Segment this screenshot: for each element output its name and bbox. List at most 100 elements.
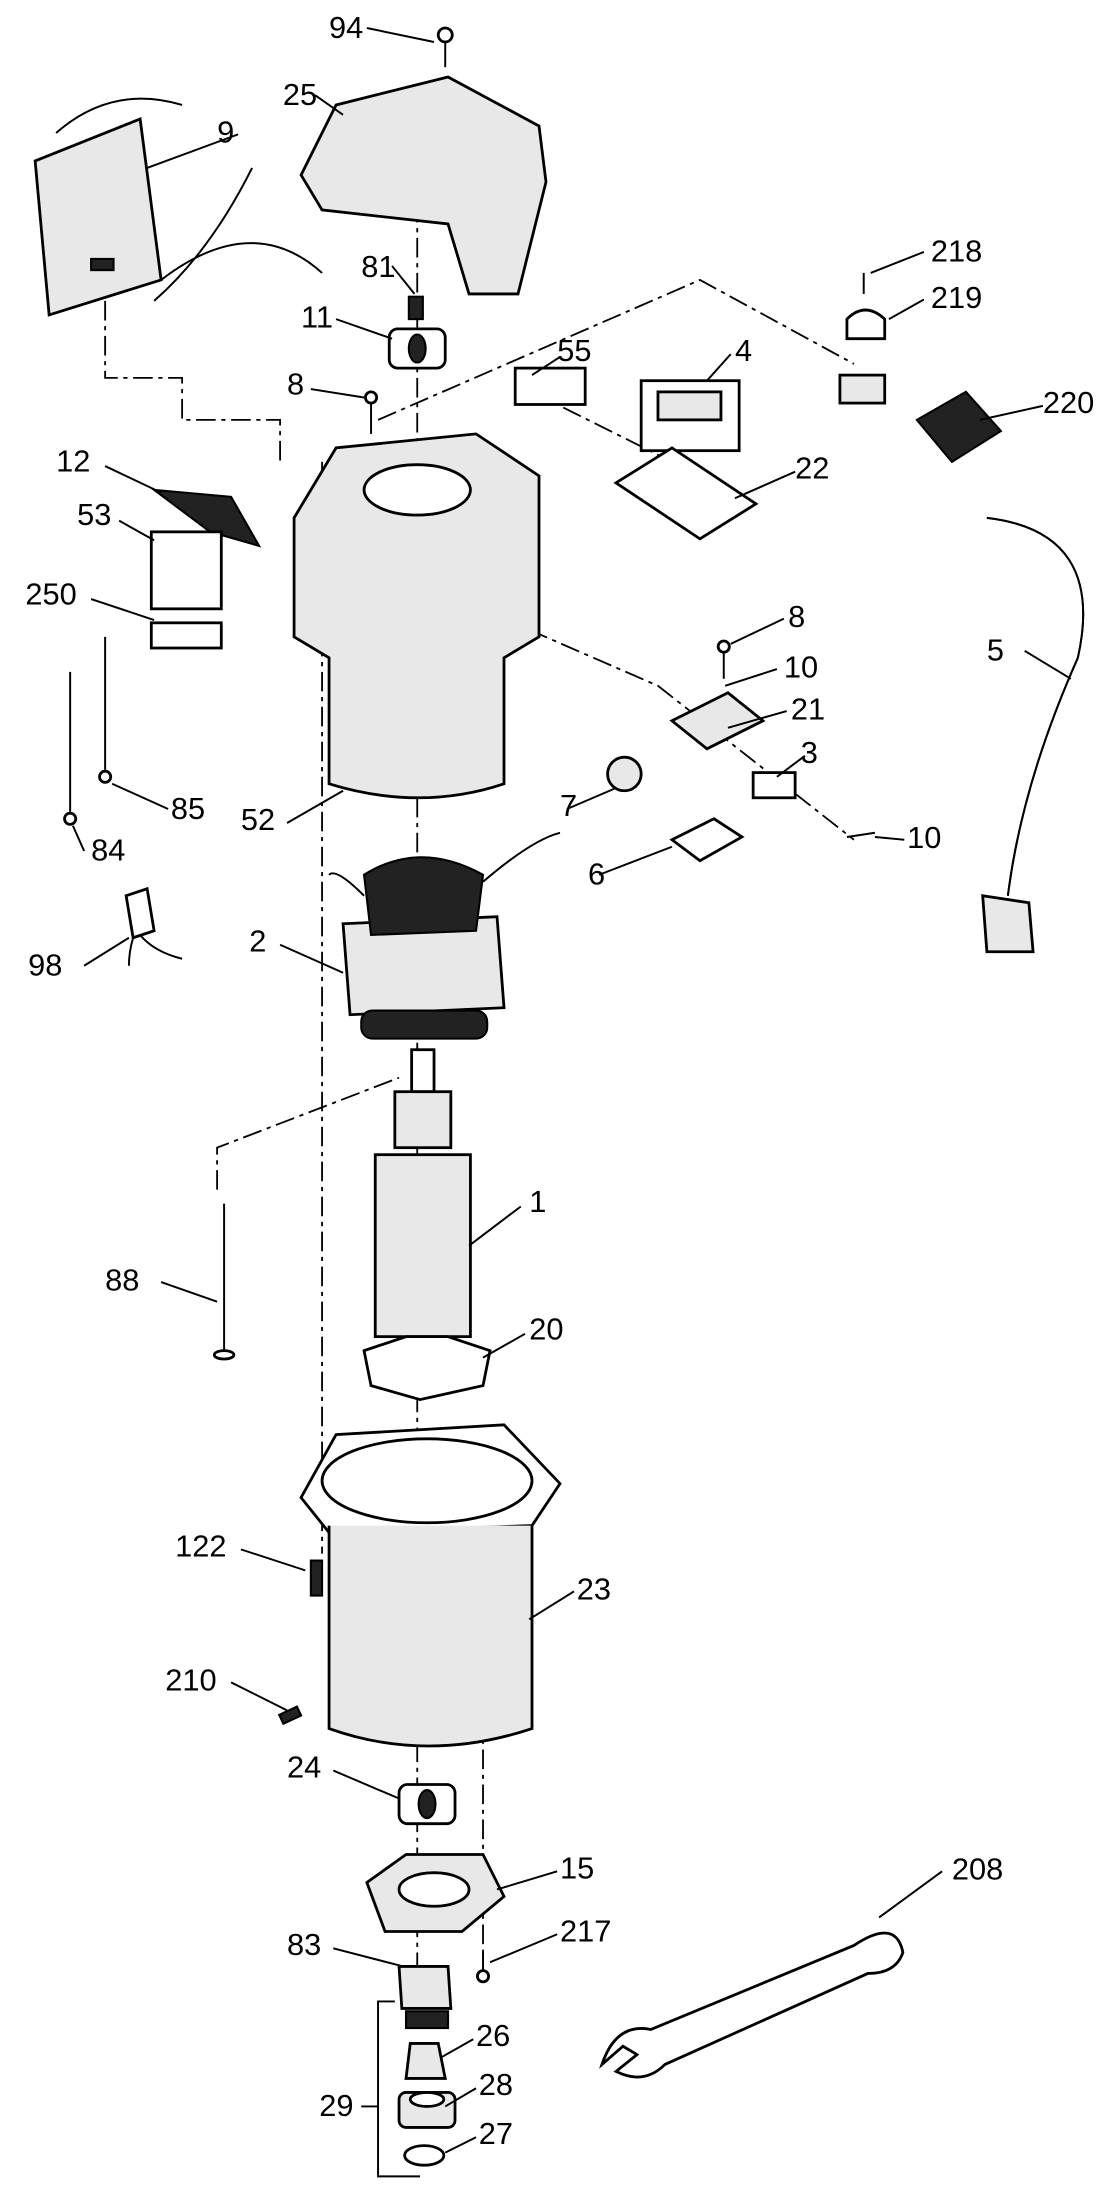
- switch-boot: [613, 446, 759, 541]
- screw-210: [277, 1705, 303, 1726]
- part-number-label: 15: [560, 1850, 594, 1885]
- part-number-label: 9: [217, 115, 234, 150]
- label-55: [513, 366, 587, 406]
- screw-217: [476, 1952, 491, 1984]
- o-ring: [403, 2144, 446, 2167]
- part-number-label: 52: [241, 802, 275, 837]
- terminals: [63, 636, 113, 826]
- part-number-label: 10: [784, 649, 818, 684]
- part-number-label: 88: [105, 1262, 139, 1297]
- part-number-label: 4: [735, 333, 752, 368]
- part-number-label: 217: [560, 1913, 611, 1948]
- part-number-label: 27: [479, 2116, 513, 2151]
- part-number-label: 25: [283, 77, 317, 112]
- wire-connector: [124, 886, 183, 966]
- leader-line: [146, 133, 239, 169]
- circuit-board: [33, 97, 323, 317]
- leader-line: [776, 755, 806, 778]
- part-number-label: 8: [788, 599, 805, 634]
- leader-line: [104, 465, 162, 494]
- bearing-retainer: [365, 1853, 506, 1933]
- spindle: [397, 1965, 453, 2030]
- leader-line: [598, 845, 673, 876]
- bearing-24: [397, 1783, 457, 1826]
- part-number-label: 5: [987, 633, 1004, 668]
- part-number-label: 83: [287, 1927, 321, 1962]
- leader-line: [566, 787, 617, 810]
- part-number-label: 210: [165, 1663, 216, 1698]
- leader-line: [444, 2087, 477, 2108]
- screw-8: [364, 390, 379, 434]
- leader-line: [310, 388, 365, 399]
- leader-line: [118, 519, 155, 542]
- part-number-label: 23: [577, 1572, 611, 1607]
- leader-line: [72, 825, 86, 852]
- part-number-label: 55: [557, 333, 591, 368]
- collet: [404, 2042, 447, 2080]
- part-number-label: 250: [25, 577, 76, 612]
- leader-line: [391, 265, 416, 295]
- screw-94: [436, 26, 454, 68]
- leader-line: [286, 789, 344, 824]
- leader-line: [528, 1590, 575, 1621]
- leader-line: [870, 251, 925, 274]
- part-number-label: 24: [287, 1750, 321, 1785]
- bearing-11: [387, 327, 447, 370]
- part-number-label: 21: [791, 691, 825, 726]
- part-number-label: 7: [560, 788, 577, 823]
- leader-line: [332, 1769, 400, 1800]
- leader-line: [730, 617, 785, 645]
- label-250: [149, 621, 223, 650]
- fan: [362, 1335, 492, 1402]
- leader-line: [279, 943, 344, 974]
- leader-line: [160, 1281, 218, 1303]
- leader-line: [314, 94, 344, 116]
- leader-line: [468, 1205, 522, 1247]
- leader-line: [366, 27, 435, 43]
- long-screw-88: [212, 1203, 236, 1361]
- stator: [328, 831, 561, 1040]
- power-cord: [981, 516, 1085, 954]
- leader-line: [1024, 649, 1072, 680]
- part-number-label: 219: [931, 280, 982, 315]
- top-cover: [299, 75, 548, 296]
- part-number-label: 22: [795, 451, 829, 486]
- part-number-label: 208: [952, 1852, 1003, 1887]
- part-number-label: 218: [931, 234, 982, 269]
- leader-line: [489, 1933, 558, 1964]
- part-number-label: 28: [479, 2067, 513, 2102]
- leader-line: [888, 298, 925, 320]
- leader-line: [111, 782, 169, 810]
- leader-line: [874, 835, 905, 841]
- part-number-label: 81: [361, 249, 395, 284]
- leader-line: [878, 1870, 943, 1919]
- leader-line: [230, 1681, 288, 1712]
- part-number-label: 20: [529, 1311, 563, 1346]
- collet-nut: [397, 2091, 457, 2129]
- leader-line: [706, 353, 732, 382]
- lever: [150, 488, 262, 548]
- leader-line: [83, 936, 130, 967]
- leader-line: [333, 1947, 404, 1968]
- leader-line: [531, 356, 561, 376]
- leader-line: [90, 598, 155, 621]
- leader-line: [444, 2136, 477, 2154]
- part-number-label: 85: [171, 791, 205, 826]
- screw-122: [309, 1559, 324, 1597]
- part-number-label: 84: [91, 833, 125, 868]
- leader-line: [734, 470, 796, 500]
- part-number-label: 8: [287, 367, 304, 402]
- leader-line: [335, 318, 393, 340]
- part-number-label: 6: [588, 857, 605, 892]
- label-53: [149, 530, 223, 611]
- leader-line: [724, 668, 778, 687]
- part-number-label: 220: [1043, 385, 1094, 420]
- wrench: [599, 1931, 905, 2079]
- parts: [33, 26, 1085, 2178]
- part-number-label: 12: [56, 444, 90, 479]
- cord-clamp: [838, 272, 1003, 464]
- part-number-label: 94: [329, 10, 363, 45]
- part-number-label: 11: [301, 300, 333, 335]
- leader-line: [496, 1870, 558, 1891]
